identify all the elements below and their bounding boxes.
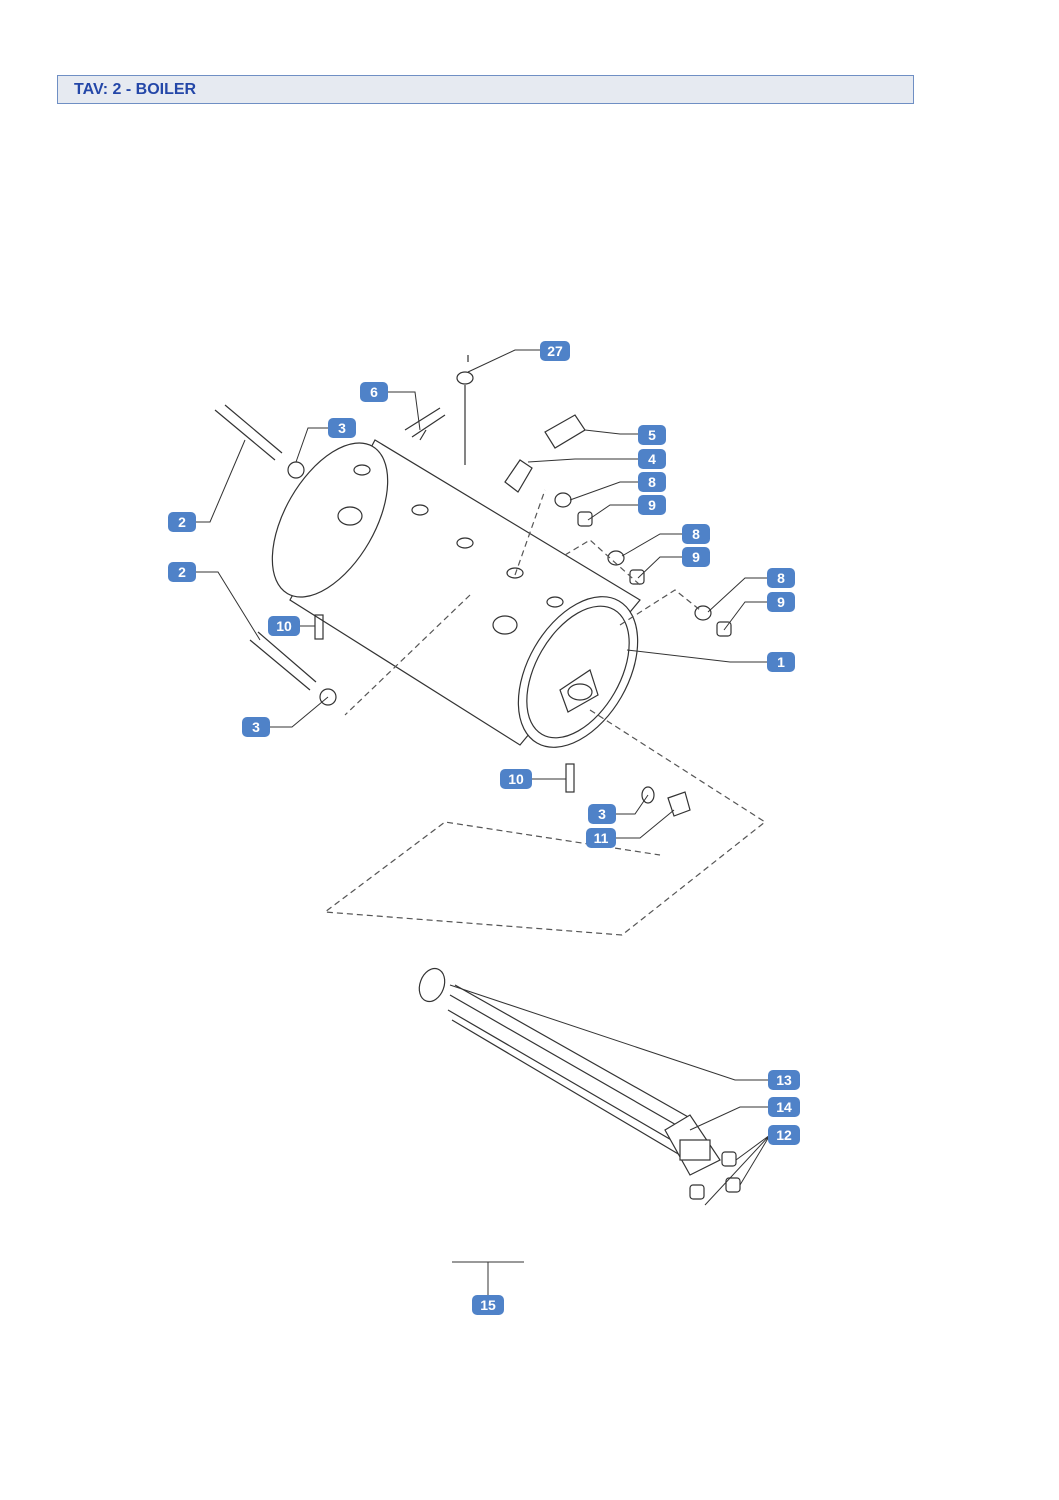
callout-13: 13 [768,1070,800,1090]
level-probe [456,355,474,465]
callout-8c: 8 [767,568,795,588]
callout-2a: 2 [168,512,196,532]
callout-3a: 3 [328,418,356,438]
callout-label: 8 [692,526,700,542]
cap-9a [577,511,593,527]
callout-1: 1 [767,652,795,672]
callout-15: 15 [472,1295,504,1315]
callout-label: 14 [776,1099,792,1115]
callout-3c: 3 [588,804,616,824]
callout-label: 8 [648,474,656,490]
callout-label: 9 [777,594,785,610]
callout-14: 14 [768,1097,800,1117]
callout-label: 11 [594,830,609,846]
washer-8a [554,492,572,508]
drain-elbow [667,791,691,817]
callout-8b: 8 [682,524,710,544]
callouts: 27 6 3 5 4 8 9 2 8 9 2 8 9 10 1 3 10 3 1… [168,341,800,1315]
callout-9a: 9 [638,495,666,515]
callout-8a: 8 [638,472,666,492]
callout-label: 15 [480,1297,496,1313]
cap-9b [629,569,645,585]
heating-element [418,967,741,1200]
callout-6: 6 [360,382,388,402]
callout-label: 4 [648,451,656,467]
washer-8c [694,605,712,621]
callout-label: 3 [252,719,260,735]
elbow-4 [504,459,533,493]
callout-label: 9 [648,497,656,513]
fitting-5 [544,414,586,449]
callout-label: 3 [598,806,606,822]
callout-10b: 10 [500,769,532,789]
stud-10b [565,763,575,793]
washer-8b [607,550,625,566]
stud-10a [314,614,324,640]
pipe-upper [214,404,283,461]
callout-label: 3 [338,420,346,436]
boiler-tank [271,439,641,748]
callout-11: 11 [586,828,616,848]
callout-2b: 2 [168,562,196,582]
callout-label: 13 [776,1072,792,1088]
pipe-lower [249,631,317,691]
callout-9c: 9 [767,592,795,612]
callout-12: 12 [768,1125,800,1145]
page-title: TAV: 2 - BOILER [74,81,197,98]
callout-4: 4 [638,449,666,469]
callout-label: 1 [777,654,785,670]
callout-27: 27 [540,341,570,361]
callout-label: 2 [178,564,186,580]
callout-label: 5 [648,427,656,443]
callout-label: 12 [776,1127,792,1143]
washer-lower [319,688,337,706]
callout-3b: 3 [242,717,270,737]
washer-upper [287,461,305,479]
section-title-bar: TAV: 2 - BOILER [57,75,914,104]
cap-9c [716,621,732,637]
washer-drain [641,786,655,804]
callout-10a: 10 [268,616,300,636]
callout-label: 10 [276,618,292,634]
callout-label: 9 [692,549,700,565]
callout-label: 8 [777,570,785,586]
callout-label: 6 [370,384,378,400]
tee-fitting [404,407,446,441]
callout-label: 27 [547,343,563,359]
callout-5: 5 [638,425,666,445]
callout-label: 10 [508,771,524,787]
callout-label: 2 [178,514,186,530]
callout-9b: 9 [682,547,710,567]
